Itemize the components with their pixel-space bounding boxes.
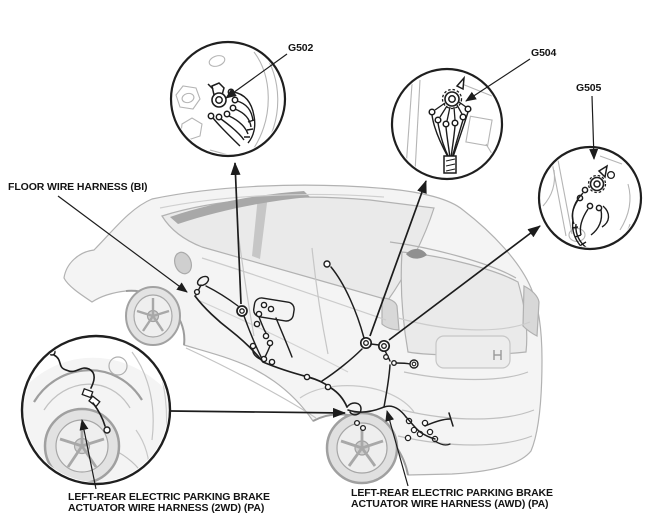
- arrow-to-g502-detail: [230, 162, 242, 305]
- taillight-right: [522, 285, 540, 337]
- g502-leader: [225, 53, 288, 99]
- license-recess: [435, 335, 511, 369]
- ground-ring-g502: [236, 305, 248, 317]
- arrow-to-g505-detail: [388, 225, 541, 341]
- label-epb-2wd: LEFT-REAR ELECTRIC PARKING BRAKE ACTUATO…: [68, 492, 270, 513]
- g505-text: G505: [576, 82, 602, 94]
- ground-ring-g504: [359, 336, 373, 350]
- ground-bolt-g502: [207, 82, 256, 147]
- callout-circle-g504: [390, 67, 504, 181]
- ground-ring-g505: [377, 339, 391, 353]
- epb-2wd-leader: [79, 419, 97, 490]
- callout-circle-g502: [169, 40, 287, 158]
- arrow-to-g504-detail: [369, 180, 427, 337]
- label-g504: G504: [531, 48, 556, 59]
- g502-text: G502: [288, 42, 314, 54]
- side-mirror: [173, 251, 193, 275]
- epb-awd-line2: ACTUATOR WIRE HARNESS (AWD) (PA): [351, 497, 549, 510]
- epb-2wd-line2: ACTUATOR WIRE HARNESS (2WD) (PA): [68, 501, 265, 514]
- epb-awd-line1: LEFT-REAR ELECTRIC PARKING BRAKE: [351, 487, 553, 499]
- floor-harness-leader: [57, 195, 188, 293]
- roof-rail: [170, 191, 310, 224]
- rear-wheel: [325, 411, 399, 485]
- floor-wire-harness: [193, 260, 454, 446]
- callout-circle-g505: [537, 145, 643, 251]
- locator-arrows: [170, 162, 541, 418]
- epb-awd-leader: [385, 410, 409, 487]
- arrow-from-epb-2wd-detail: [170, 407, 346, 418]
- vehicle-body: [63, 184, 543, 485]
- front-wheel: [125, 286, 181, 346]
- label-leader-lines: [57, 53, 599, 490]
- b-pillar: [252, 195, 268, 259]
- callout-circle-epb-2wd: [20, 334, 172, 486]
- g504-text: G504: [531, 47, 557, 59]
- label-floor-wire-harness: FLOOR WIRE HARNESS (BI): [8, 181, 148, 193]
- label-epb-awd: LEFT-REAR ELECTRIC PARKING BRAKE ACTUATO…: [351, 488, 553, 509]
- ground-bolt-g505: [571, 164, 616, 247]
- rear-epb-harness: [346, 402, 454, 446]
- ground-bolt-g504: [428, 75, 472, 174]
- mid-connector-cluster: [249, 297, 332, 391]
- label-g505: G505: [576, 83, 601, 94]
- g505-leader: [589, 95, 599, 160]
- h-emblem: [493, 350, 502, 360]
- epb-2wd-quarter-panel: [24, 345, 168, 482]
- epb-2wd-line1: LEFT-REAR ELECTRIC PARKING BRAKE: [68, 491, 270, 503]
- label-g502: G502: [288, 43, 313, 54]
- g504-leader: [465, 58, 531, 102]
- shark-fin-antenna: [406, 248, 427, 259]
- epb-2wd-harness: [48, 348, 111, 434]
- harness-clip-connector: [196, 275, 210, 287]
- taillight-left: [381, 297, 400, 331]
- floor-wire-harness-text: FLOOR WIRE HARNESS (BI): [8, 181, 148, 193]
